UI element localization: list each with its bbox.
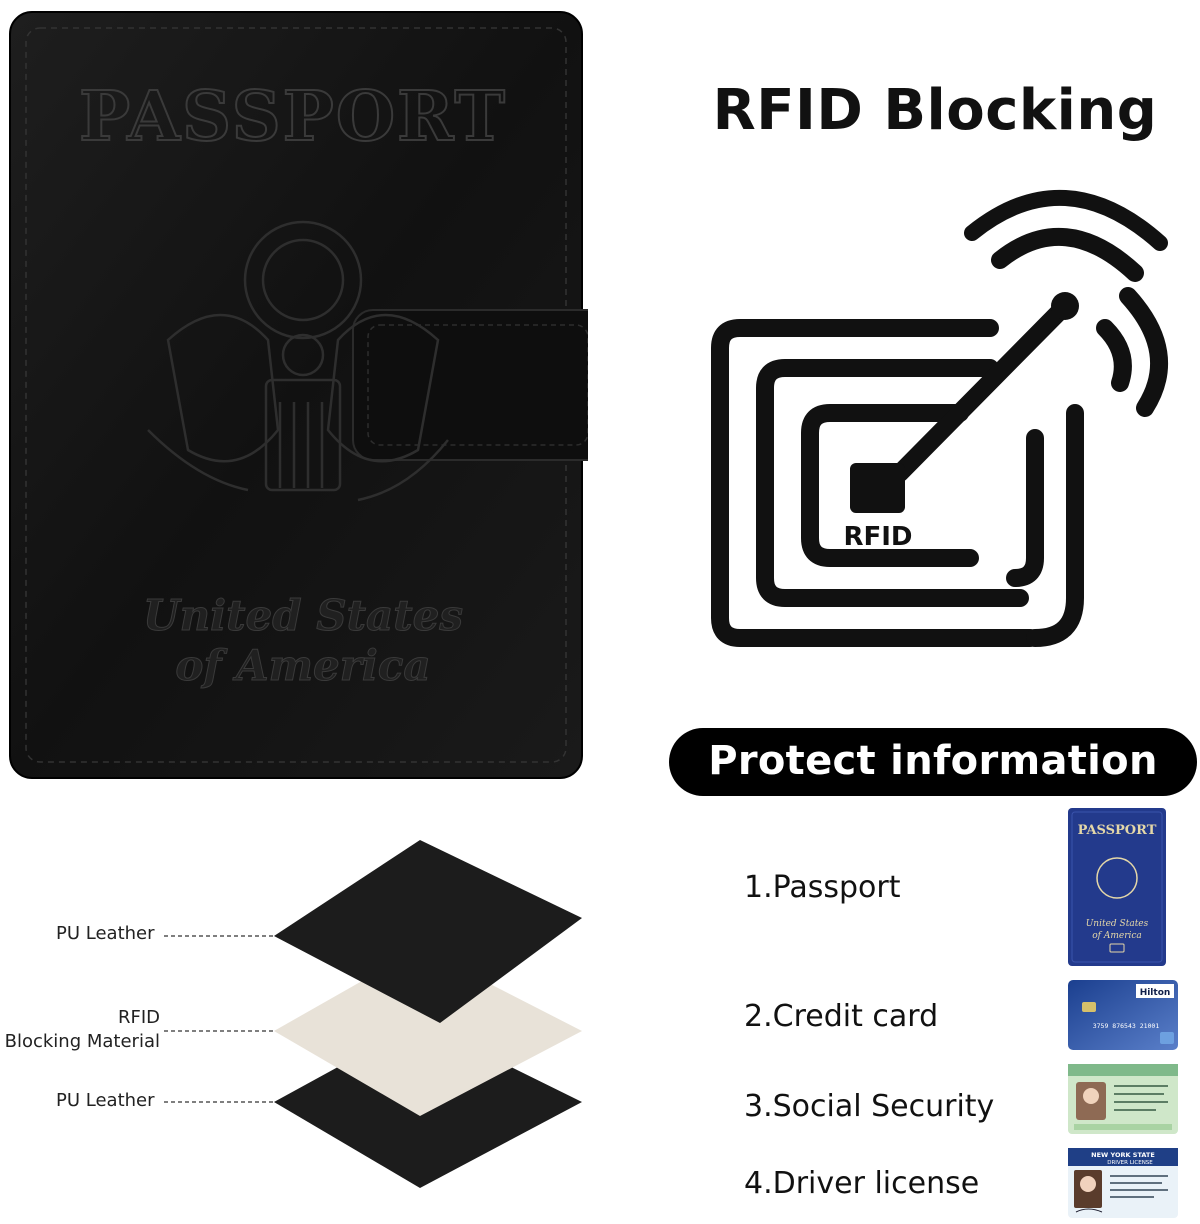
passport-cover-image: PASSPORT United States of America (8, 10, 619, 780)
thumb-passport-country1: United States (1086, 919, 1149, 929)
rfid-icon: RFID (700, 178, 1185, 668)
cover-title: PASSPORT (79, 77, 507, 157)
layer-label-pu-leather-top: PU Leather (56, 923, 155, 944)
thumb-eagle-icon (1096, 857, 1138, 899)
protect-item-passport: 1.Passport (744, 870, 901, 905)
protect-item-driver-license: 4.Driver license (744, 1166, 980, 1201)
passport-thumbnail: PASSPORT United States of America (1068, 808, 1166, 966)
rfid-antenna-icon: RFID (711, 190, 1169, 647)
thumb-card-number: 3759 876543 21001 (1093, 1022, 1160, 1030)
thumb-license-type: DRIVER LICENSE (1107, 1160, 1153, 1166)
layer-label-pu-leather-bottom: PU Leather (56, 1090, 155, 1111)
layer-label-rfid-line2: Blocking Material (4, 1031, 160, 1052)
protect-item-credit-card: 2.Credit card (744, 999, 939, 1034)
credit-card-thumbnail: Hilton 3759 876543 21001 (1068, 980, 1178, 1050)
rfid-blocking-heading: RFID Blocking (712, 78, 1158, 143)
driver-license-thumbnail: NEW YORK STATE DRIVER LICENSE (1068, 1148, 1178, 1218)
material-layers-diagram (150, 840, 600, 1220)
thumb-passport-country2: of America (1092, 931, 1142, 941)
thumb-card-brand: Hilton (1140, 988, 1171, 998)
eagle-seal-icon (147, 220, 449, 502)
protect-item-social-security: 3.Social Security (744, 1089, 995, 1124)
layer-label-rfid-blocking: RFID Blocking Material (0, 1006, 160, 1054)
layer-rfid-blocking-material (274, 948, 582, 1116)
cover-country-line1: United States (143, 591, 463, 640)
layer-pu-leather-top (274, 840, 582, 1023)
protect-information-heading: Protect information for: (669, 728, 1197, 850)
rfid-chip-label: RFID (843, 522, 912, 552)
cover-country-line2: of America (175, 641, 430, 690)
layer-label-rfid-line1: RFID (117, 1007, 160, 1028)
thumb-license-state: NEW YORK STATE (1091, 1151, 1155, 1159)
passport-cover-illustration: PASSPORT United States of America (9, 11, 619, 779)
social-security-card-thumbnail (1068, 1064, 1178, 1134)
thumb-passport-title: PASSPORT (1078, 823, 1157, 838)
